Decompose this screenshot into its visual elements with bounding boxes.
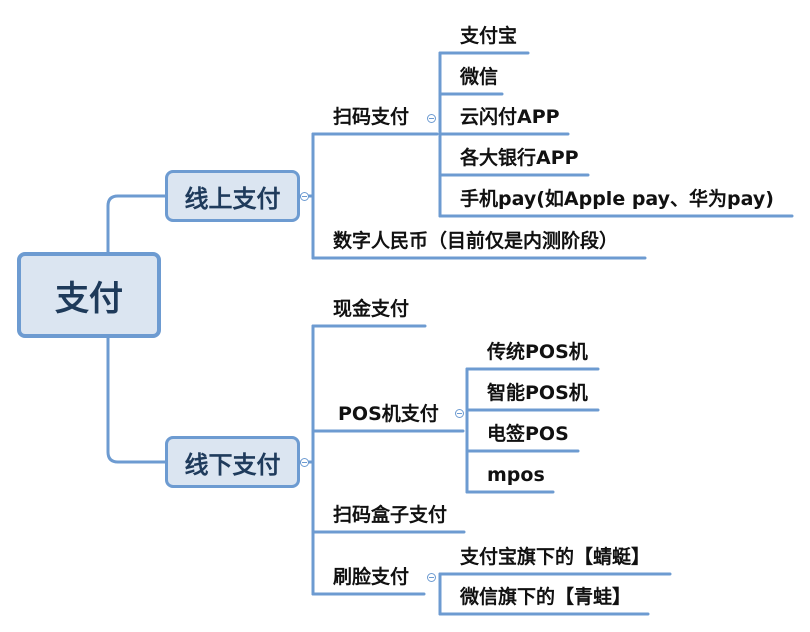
node-alipay[interactable]: 支付宝: [460, 25, 518, 47]
node-digital-rmb[interactable]: 数字人民币（目前仅是内测阶段）: [333, 230, 619, 252]
collapse-toggle-pos[interactable]: [455, 409, 464, 418]
collapse-toggle-offline[interactable]: [300, 458, 309, 467]
node-pos-esign[interactable]: 电签POS: [487, 423, 569, 445]
node-dragonfly[interactable]: 支付宝旗下的【蜻蜓】: [460, 546, 651, 568]
node-phone-pay[interactable]: 手机pay(如Apple pay、华为pay): [460, 188, 774, 210]
node-cash-payment[interactable]: 现金支付: [333, 298, 410, 320]
node-mpos[interactable]: mpos: [487, 464, 545, 486]
connector-root-offline: [106, 336, 167, 464]
collapse-toggle-online[interactable]: [300, 192, 309, 201]
node-pos-smart[interactable]: 智能POS机: [487, 382, 588, 404]
node-frog[interactable]: 微信旗下的【青蛙】: [460, 586, 632, 608]
node-offline-payment[interactable]: 线下支付: [165, 436, 300, 488]
node-bank-apps[interactable]: 各大银行APP: [460, 147, 579, 169]
collapse-toggle-scan[interactable]: [427, 114, 436, 123]
node-online-payment[interactable]: 线上支付: [165, 170, 300, 222]
connector-root-online: [106, 194, 167, 254]
collapse-toggle-face[interactable]: [427, 573, 436, 582]
node-unionpay-app[interactable]: 云闪付APP: [460, 106, 560, 128]
node-scan-payment[interactable]: 扫码支付: [333, 106, 410, 128]
root-node[interactable]: 支付: [17, 252, 161, 338]
node-pos-traditional[interactable]: 传统POS机: [487, 341, 588, 363]
node-wechat[interactable]: 微信: [460, 66, 499, 88]
node-pos-payment[interactable]: POS机支付: [338, 403, 439, 425]
node-face-payment[interactable]: 刷脸支付: [333, 566, 410, 588]
node-scan-box-payment[interactable]: 扫码盒子支付: [333, 504, 448, 526]
